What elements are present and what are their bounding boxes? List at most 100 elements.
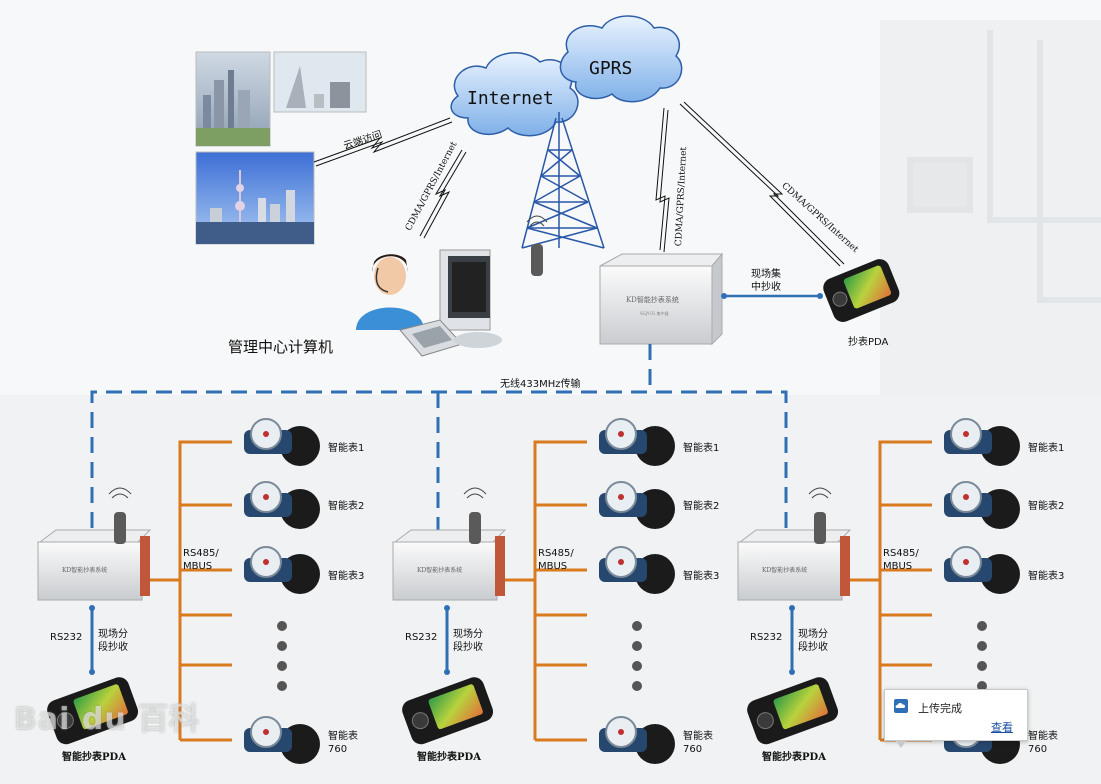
rs232-label: RS232 [405,632,438,643]
meter-group: KD智能抄表系统 [392,418,675,764]
ellipsis-dot [632,641,642,651]
city-photo-1 [195,51,271,147]
water-meter-icon [599,546,675,594]
toast-tail [895,740,907,748]
gprs-cloud [559,15,683,103]
collector-device-top [738,529,852,543]
svg-text:KD智能抄表系统: KD智能抄表系统 [762,566,807,574]
antenna-icon [814,512,826,544]
water-meter-icon [244,418,320,466]
terminal-block [495,536,505,596]
pda-label-center: 抄表PDA [848,337,889,348]
pda-icon [47,677,139,745]
collector-device [392,541,498,601]
svg-text:KD智能抄表系统: KD智能抄表系统 [626,295,679,304]
meter-label: 智能表 760 [328,731,358,755]
concentrator-device: KD智能抄表系统 SGJY-01 集中器 [599,252,724,346]
water-meter-icon [244,546,320,594]
wireless-bus [90,344,788,530]
bus-label: RS485/ MBUS [538,548,574,572]
meter-label: 智能表 760 [683,731,713,755]
pda-icon-center [823,259,900,322]
ellipsis-dot [977,681,987,691]
city-photo-3 [195,151,315,245]
water-meter-icon [244,481,320,529]
antenna-icon [526,215,548,276]
water-meter-icon [244,716,320,764]
segment-label: 现场分 段抄收 [453,629,483,653]
collector-device-top [38,529,152,543]
internet-label: Internet [467,88,554,109]
gprs-label: GPRS [589,58,633,79]
internet-cloud [450,52,579,137]
computer-label: 管理中心计算机 [228,338,334,356]
ellipsis-dot [977,621,987,631]
bus-label: RS485/ MBUS [883,548,919,572]
rs485-bus [178,440,232,740]
rs232-label: RS232 [50,632,83,643]
meter-label: 智能表2 [1028,501,1065,512]
antenna-icon [469,512,481,544]
pda-icon [402,677,494,745]
background-circuit [907,30,1101,303]
ellipsis-dot [632,621,642,631]
collector-device [37,541,143,601]
wireless-links [313,101,845,267]
ellipsis-dot [977,641,987,651]
pda-icon [747,677,839,745]
meter-label: 智能表2 [328,501,365,512]
pda-label: 智能抄表PDA [762,752,826,763]
ellipsis-dot [277,621,287,631]
meter-label: 智能表 760 [1028,731,1058,755]
meter-group: KD智能抄表系统 [737,418,1020,764]
rs232-label: RS232 [750,632,783,643]
antenna-icon [114,512,126,544]
bus-label: RS485/ MBUS [183,548,219,572]
ellipsis-dot [632,681,642,691]
baidu-watermark: Bai du 百科 [14,702,201,737]
rs485-bus [533,440,587,740]
svg-text:KD智能抄表系统: KD智能抄表系统 [62,566,107,574]
ellipsis-dot [277,641,287,651]
terminal-block [840,536,850,596]
meter-label: 智能表2 [683,501,720,512]
meter-label: 智能表1 [1028,443,1065,454]
meter-label: 智能表1 [683,443,720,454]
water-meter-icon [599,481,675,529]
wireless-label: 无线433MHz传输 [500,379,581,390]
rs485-bus [878,440,932,740]
pda-label: 智能抄表PDA [417,752,481,763]
field-collect-label: 现场集 中抄收 [751,269,781,293]
tower-icon [521,112,605,249]
meter-label: 智能表3 [1028,571,1065,582]
city-photo-2 [273,51,367,113]
segment-label: 现场分 段抄收 [798,629,828,653]
meter-group: KD智能抄表系统 [37,418,320,764]
svg-text:KD智能抄表系统: KD智能抄表系统 [417,566,462,574]
upload-toast: 上传完成 查看 [884,689,1028,748]
ellipsis-dot [977,661,987,671]
collector-device [737,541,843,601]
meter-label: 智能表1 [328,443,365,454]
ellipsis-dot [277,681,287,691]
toast-title: 上传完成 [918,702,962,715]
toast-view-link[interactable]: 查看 [991,721,1013,734]
svg-text:SGJY-01 集中器: SGJY-01 集中器 [640,310,669,316]
cloud-upload-icon [894,699,908,713]
collector-device-top [393,529,507,543]
computer-icon [399,249,502,357]
water-meter-icon [944,481,1020,529]
water-meter-icon [944,418,1020,466]
water-meter-icon [944,546,1020,594]
segment-label: 现场分 段抄收 [98,629,128,653]
ellipsis-dot [632,661,642,671]
water-meter-icon [599,418,675,466]
meter-label: 智能表3 [328,571,365,582]
water-meter-icon [599,716,675,764]
pda-label: 智能抄表PDA [62,752,126,763]
operator-icon [356,254,424,330]
meter-label: 智能表3 [683,571,720,582]
terminal-block [140,536,150,596]
ellipsis-dot [277,661,287,671]
